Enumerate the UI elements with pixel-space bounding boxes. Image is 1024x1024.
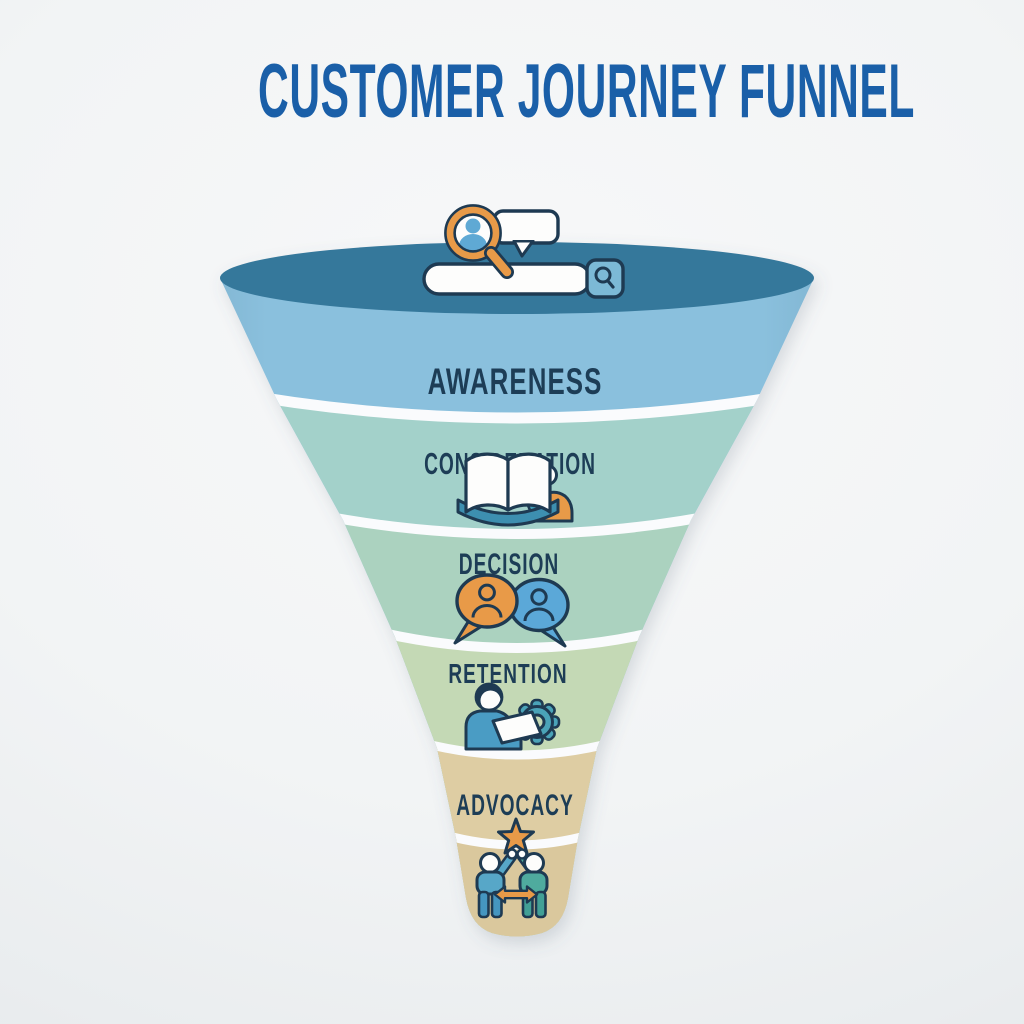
search-bar-icon — [422, 258, 625, 299]
person-torso — [475, 870, 506, 896]
hand — [506, 848, 518, 860]
title-bar: CUSTOMER JOURNEY FUNNEL — [0, 54, 1024, 130]
search-button — [585, 258, 625, 299]
person-head — [523, 852, 545, 874]
funnel-side-shading — [220, 278, 814, 937]
book-left-page — [464, 452, 510, 514]
person-head-outline — [530, 588, 548, 606]
consideration-book-icon — [456, 452, 574, 527]
double-arrow-icon — [493, 885, 539, 904]
person-shoulders-outline — [471, 604, 503, 618]
awareness-search-icon — [422, 204, 625, 299]
person-head — [479, 852, 501, 874]
speech-bubble-icon — [492, 209, 560, 258]
high-five-people-icon — [475, 848, 549, 919]
star-icon — [497, 817, 535, 855]
funnel-body — [220, 242, 814, 937]
chat-bubble-left — [453, 573, 519, 645]
document — [491, 710, 543, 745]
stage-label-advocacy: ADVOCACY — [456, 789, 573, 822]
retention-support-icon — [464, 682, 561, 751]
search-glyph-icon — [594, 266, 612, 284]
book-right-page — [506, 452, 552, 514]
stage-label-retention: RETENTION — [448, 658, 567, 690]
decision-chat-icon — [453, 573, 570, 648]
advocacy-icon — [475, 817, 549, 919]
hand — [516, 848, 528, 860]
magnifier-user-icon — [444, 204, 514, 279]
person-head-outline — [478, 583, 496, 602]
person-shoulders-outline — [523, 607, 555, 622]
stage-label-awareness: AWARENESS — [428, 360, 603, 402]
page-title: CUSTOMER JOURNEY FUNNEL — [258, 49, 915, 134]
user-head — [465, 218, 481, 234]
book-cover — [456, 498, 560, 527]
